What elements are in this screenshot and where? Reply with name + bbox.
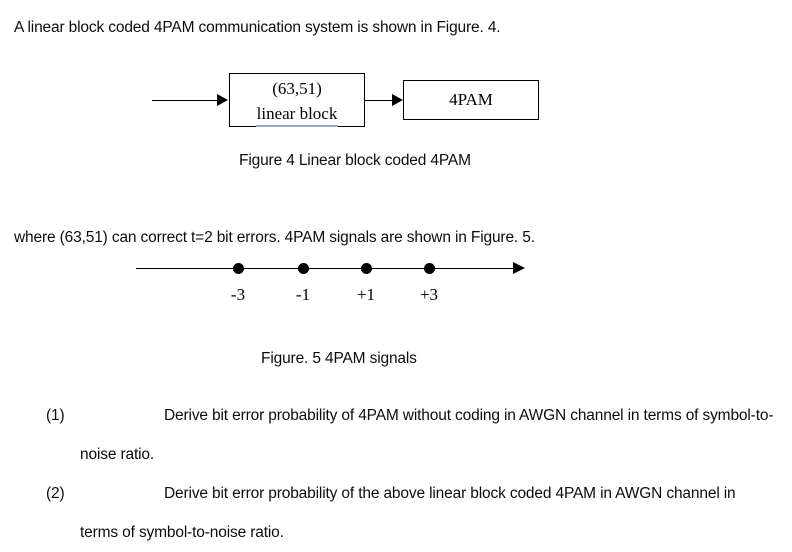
- constellation-point-0: [232, 263, 244, 274]
- constellation-point-1: [297, 263, 309, 274]
- constellation-point-2: [360, 263, 372, 274]
- constellation-axis-line: [136, 268, 515, 269]
- question-item-1: (1) Derive bit error probability of 4PAM …: [0, 396, 792, 474]
- constellation-label-0: -3: [230, 285, 246, 304]
- modulator-block-label: 4PAM: [449, 90, 493, 109]
- question-list: (1) Derive bit error probability of 4PAM …: [0, 396, 792, 552]
- constellation-label-3: +3: [419, 285, 439, 304]
- input-arrow-head: [217, 94, 228, 106]
- encoder-to-modulator-arrow-head: [392, 94, 403, 106]
- constellation-axis-arrowhead: [513, 262, 525, 274]
- constellation-label-2: +1: [356, 285, 376, 304]
- input-arrow-line: [152, 100, 218, 101]
- figure5-constellation-diagram: -3 -1 +1 +3: [0, 255, 792, 317]
- question-text-1: Derive bit error probability of 4PAM wit…: [80, 407, 774, 463]
- figure4-block-diagram: (63,51) linear block 4PAM: [0, 60, 792, 140]
- encoder-block-label-line1: (63,51): [272, 79, 322, 98]
- question-number-2: (2): [46, 485, 65, 502]
- encoder-block-label-line2: linear block: [255, 102, 339, 127]
- figure5-caption: Figure. 5 4PAM signals: [261, 350, 417, 367]
- question-item-2: (2) Derive bit error probability of the a…: [0, 474, 792, 552]
- where-paragraph: where (63,51) can correct t=2 bit errors…: [14, 229, 535, 246]
- constellation-point-3: [423, 263, 435, 274]
- question-number-1: (1): [46, 407, 65, 424]
- intro-paragraph: A linear block coded 4PAM communication …: [14, 19, 501, 36]
- encoder-to-modulator-arrow-line: [365, 100, 393, 101]
- encoder-block: (63,51) linear block: [229, 73, 365, 127]
- constellation-label-1: -1: [295, 285, 311, 304]
- modulator-block: 4PAM: [403, 80, 539, 120]
- figure4-caption: Figure 4 Linear block coded 4PAM: [239, 152, 471, 169]
- question-text-2: Derive bit error probability of the abov…: [80, 485, 736, 541]
